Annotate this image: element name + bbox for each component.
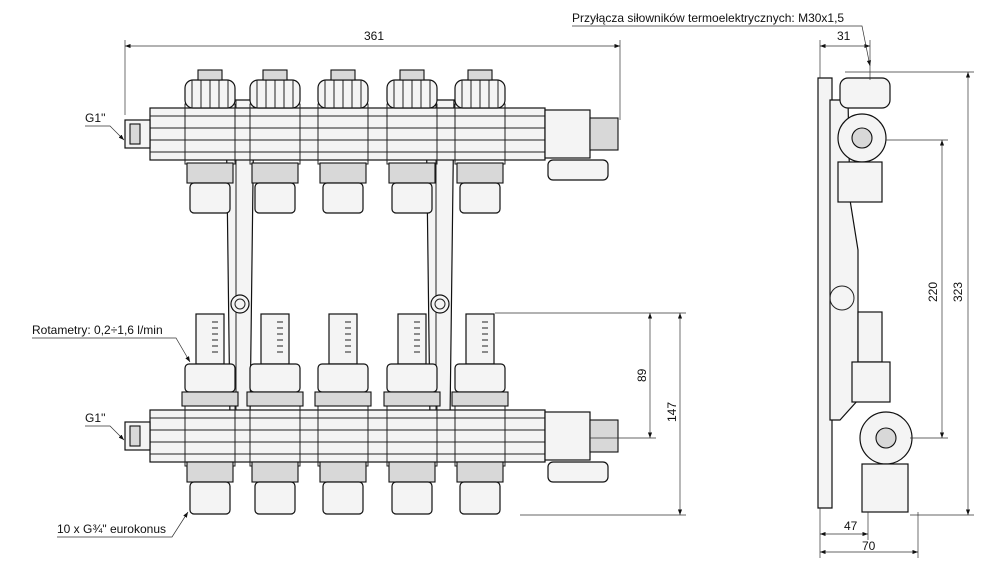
rotameter-ring bbox=[451, 391, 509, 407]
side-bottom-pipe-inner bbox=[875, 427, 897, 449]
fitting bbox=[251, 461, 299, 483]
valve-cap bbox=[197, 69, 223, 81]
rotameter bbox=[397, 313, 427, 365]
leader-line bbox=[85, 425, 125, 441]
inlet-thread bbox=[129, 425, 141, 447]
rotameter-ring bbox=[383, 391, 441, 407]
leader-line bbox=[32, 337, 191, 363]
inlet-bottom-label: G1'' bbox=[85, 411, 106, 425]
dim-rotameter-axis: 89 bbox=[635, 368, 649, 382]
dim-rotameter-bottom: 147 bbox=[665, 402, 679, 422]
fitting bbox=[388, 162, 436, 184]
actuator-connections-label: Przyłącza siłowników termoelektrycznych:… bbox=[572, 11, 844, 25]
eurokonus-bottom bbox=[189, 481, 231, 515]
eurokonus-bottom bbox=[254, 481, 296, 515]
outlets-label: 10 x G¾" eurokonus bbox=[57, 522, 166, 536]
rotameter bbox=[195, 313, 225, 365]
valve-outlet bbox=[589, 419, 619, 453]
front-view bbox=[124, 69, 619, 515]
inlet-top-label: G1'' bbox=[85, 111, 106, 125]
rotameter-ring bbox=[246, 391, 304, 407]
side-bracket-hole bbox=[829, 285, 855, 311]
side-top-pipe-inner bbox=[851, 127, 873, 149]
dim-total-height: 323 bbox=[951, 282, 965, 302]
side-rotameter bbox=[857, 311, 883, 363]
eurokonus-top bbox=[322, 182, 364, 214]
dim-total-width: 361 bbox=[364, 29, 384, 43]
eurokonus-bottom bbox=[459, 481, 501, 515]
valve-cap bbox=[330, 69, 356, 81]
bracket-hole-inner bbox=[434, 298, 446, 310]
side-top-fitting bbox=[837, 161, 883, 203]
fitting bbox=[186, 461, 234, 483]
eurokonus-bottom bbox=[322, 481, 364, 515]
valve-outlet bbox=[589, 117, 619, 151]
side-view bbox=[817, 77, 913, 513]
rotameter bbox=[328, 313, 358, 365]
flowmeters-label: Rotametry: 0,2÷1,6 l/min bbox=[32, 323, 163, 337]
fitting bbox=[456, 461, 504, 483]
inlet-thread bbox=[129, 123, 141, 145]
valve-cap bbox=[262, 69, 288, 81]
dimension-lines bbox=[32, 25, 974, 558]
leader-line bbox=[572, 25, 871, 67]
dim-side-70: 70 bbox=[862, 539, 876, 553]
fitting bbox=[251, 162, 299, 184]
leader-line bbox=[85, 125, 125, 141]
valve-handle bbox=[547, 461, 609, 483]
ball-valve bbox=[544, 411, 591, 461]
rotameter-nut bbox=[249, 363, 301, 393]
rotameter-nut bbox=[454, 363, 506, 393]
eurokonus-top bbox=[391, 182, 433, 214]
rotameter bbox=[260, 313, 290, 365]
rotameter-nut bbox=[184, 363, 236, 393]
side-valve-head bbox=[839, 77, 891, 109]
bracket-hole bbox=[430, 294, 450, 314]
dim-side-top-depth: 31 bbox=[837, 29, 851, 43]
eurokonus-bottom bbox=[391, 481, 433, 515]
ball-valve bbox=[544, 109, 591, 159]
leader-line bbox=[57, 511, 189, 538]
bracket-hole bbox=[230, 294, 250, 314]
rotameter-ring bbox=[181, 391, 239, 407]
fitting bbox=[186, 162, 234, 184]
eurokonus-top bbox=[459, 182, 501, 214]
mounting-plate bbox=[817, 77, 833, 509]
dim-side-47: 47 bbox=[844, 519, 858, 533]
side-rotameter-nut bbox=[851, 361, 891, 403]
rotameter bbox=[465, 313, 495, 365]
valve-cap bbox=[399, 69, 425, 81]
fitting bbox=[388, 461, 436, 483]
bracket-hole-inner bbox=[234, 298, 246, 310]
rotameter-ring bbox=[314, 391, 372, 407]
side-eurokonus bbox=[861, 463, 909, 513]
rotameter-nut bbox=[317, 363, 369, 393]
fitting bbox=[319, 461, 367, 483]
dim-axis-spacing: 220 bbox=[926, 282, 940, 302]
valve-handle bbox=[547, 159, 609, 181]
eurokonus-top bbox=[189, 182, 231, 214]
fitting bbox=[319, 162, 367, 184]
eurokonus-top bbox=[254, 182, 296, 214]
valve-cap bbox=[467, 69, 493, 81]
rotameter-nut bbox=[386, 363, 438, 393]
fitting bbox=[456, 162, 504, 184]
